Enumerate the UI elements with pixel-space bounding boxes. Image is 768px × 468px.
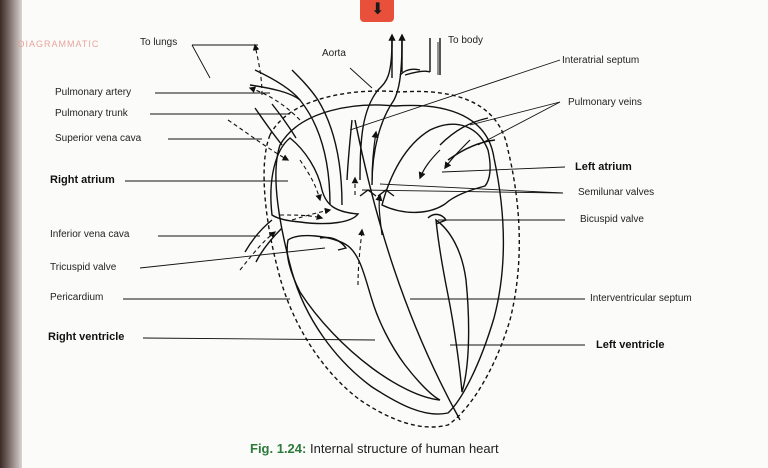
figure-caption: Fig. 1.24: Internal structure of human h… — [250, 441, 499, 456]
label-left-ventricle: Left ventricle — [596, 339, 665, 351]
label-left-atrium: Left atrium — [575, 161, 632, 173]
right-atrium-wall — [270, 137, 360, 225]
semilunar-valve-shape — [359, 189, 395, 197]
aorta-vessel — [359, 39, 403, 186]
tricuspid-valve-shape — [319, 236, 348, 251]
pulmonary-veins-vessel — [439, 117, 496, 161]
pulmonary-trunk-vessel — [254, 69, 343, 206]
superior-vena-cava-vessel — [254, 103, 297, 146]
label-pulmonary-veins: Pulmonary veins — [568, 97, 642, 108]
label-aorta: Aorta — [322, 48, 346, 59]
label-to-body: To body — [448, 35, 484, 46]
down-arrow-icon: ⬇ — [371, 1, 385, 18]
heart-outer-wall — [275, 104, 505, 415]
label-pulmonary-artery: Pulmonary artery — [55, 87, 132, 98]
interventricular-septum-line — [354, 119, 461, 421]
label-interventricular-septum: Interventricular septum — [590, 293, 692, 304]
label-right-atrium: Right atrium — [50, 174, 115, 186]
label-bicuspid-valve: Bicuspid valve — [580, 214, 644, 225]
label-semilunar-valves: Semilunar valves — [578, 187, 655, 198]
watermark-text: DIAGRAMMATIC — [18, 39, 100, 49]
left-ventricle-cavity — [435, 218, 470, 393]
label-to-lungs: To lungs — [140, 37, 178, 48]
figure-number: Fig. 1.24: — [250, 441, 307, 456]
figure-title: Internal structure of human heart — [309, 441, 499, 456]
label-inferior-vena-cava: Inferior vena cava — [50, 229, 130, 240]
label-pericardium: Pericardium — [50, 292, 104, 303]
label-superior-vena-cava: Superior vena cava — [55, 133, 142, 144]
inferior-vena-cava-vessel — [244, 219, 283, 263]
heart-inner-wall — [286, 234, 441, 401]
label-pulmonary-trunk: Pulmonary trunk — [55, 108, 128, 119]
label-interatrial-septum: Interatrial septum — [562, 55, 640, 66]
label-tricuspid-valve: Tricuspid valve — [50, 262, 117, 273]
left-atrium-wall — [381, 123, 491, 214]
label-right-ventricle: Right ventricle — [48, 331, 125, 343]
book-binding-edge — [0, 0, 22, 468]
page-tab-marker — [360, 0, 394, 22]
bicuspid-valve-shape — [427, 213, 448, 225]
pericardium-outline — [263, 90, 520, 428]
